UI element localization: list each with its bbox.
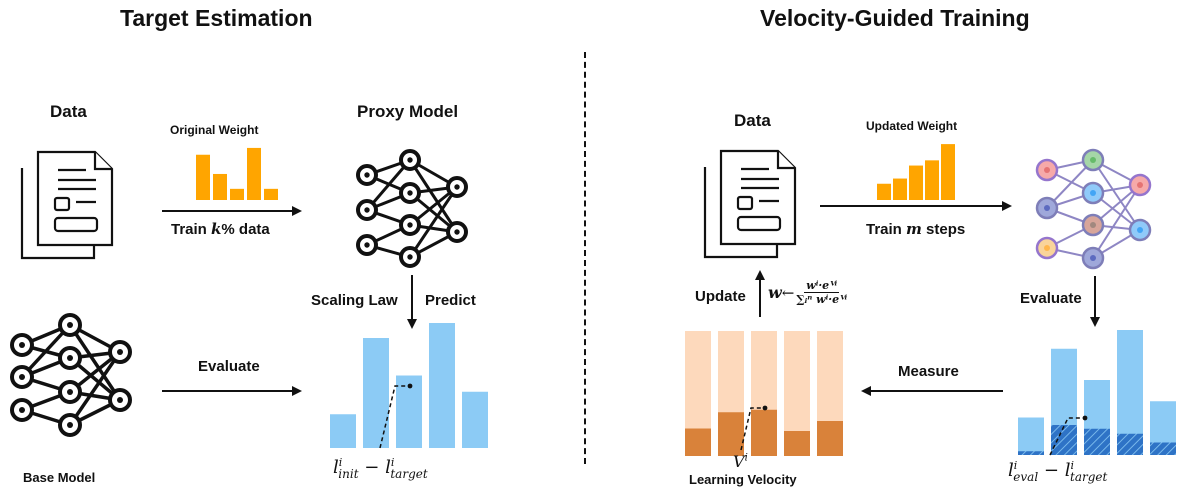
right-weight-bar-3 xyxy=(909,165,923,200)
net-node-center xyxy=(1090,222,1096,228)
base-model-label: Base Model xyxy=(23,470,96,485)
right-panel-title: Velocity-Guided Training xyxy=(760,5,1030,31)
net-node-center xyxy=(454,184,460,190)
left-loss-bar-2 xyxy=(363,338,389,448)
left-weight-bar-5 xyxy=(264,188,278,200)
right-eval-hatch-5 xyxy=(1150,442,1176,455)
train-m-label: Train m steps xyxy=(866,220,966,238)
left-loss-formula: liinit − litarget xyxy=(333,456,428,481)
net-edge xyxy=(68,351,122,426)
update-label: Update xyxy=(695,288,746,305)
net-node-center xyxy=(407,222,413,228)
scaling-law-label: Scaling Law xyxy=(311,292,398,309)
original-weight-label: Original Weight xyxy=(170,123,259,137)
right-weight-chart xyxy=(877,144,955,200)
left-evaluate-label: Evaluate xyxy=(198,358,260,375)
net-node-center xyxy=(1044,167,1050,173)
left-data-label: Data xyxy=(50,102,87,121)
right-weight-bar-4 xyxy=(925,160,939,200)
net-node-center xyxy=(364,172,370,178)
net-node-center xyxy=(117,397,123,403)
left-weight-bar-1 xyxy=(196,154,210,200)
velocity-fill-bar-2 xyxy=(718,412,744,456)
right-eval-chart xyxy=(1018,330,1176,455)
right-document-icon xyxy=(703,149,797,259)
left-loss-bar-4 xyxy=(429,323,455,448)
net-node-center xyxy=(67,389,73,395)
updated-weight-label: Updated Weight xyxy=(866,119,958,133)
measure-label: Measure xyxy=(898,363,959,380)
velocity-gap-dot xyxy=(762,405,768,411)
net-node-center xyxy=(67,422,73,428)
learning-velocity-chart xyxy=(685,331,843,456)
net-node-center xyxy=(454,229,460,235)
velocity-fill-bar-1 xyxy=(685,428,711,456)
left-panel-title: Target Estimation xyxy=(120,5,313,31)
left-loss-bar-1 xyxy=(330,414,356,448)
right-eval-gap-dot xyxy=(1082,415,1088,421)
net-node-center xyxy=(1137,227,1143,233)
net-edge xyxy=(408,159,459,233)
update-formula: w ← wⁱ·eⱽⁱ ∑ᵢⁿ wⁱ·eⱽⁱ xyxy=(768,279,848,306)
right-eval-hatch-4 xyxy=(1117,433,1143,455)
net-edge xyxy=(408,186,459,258)
net-node-center xyxy=(1137,182,1143,188)
learning-velocity-label: Learning Velocity xyxy=(689,472,797,487)
left-weight-bar-2 xyxy=(213,173,227,200)
right-weight-bar-2 xyxy=(893,178,907,200)
right-eval-gap-marker xyxy=(1049,417,1084,456)
right-weight-bar-5 xyxy=(941,144,955,200)
right-eval-formula: lieval − litarget xyxy=(1008,459,1108,484)
left-weight-chart xyxy=(196,147,278,200)
velocity-symbol: Vi xyxy=(733,452,748,471)
panel-divider xyxy=(584,52,586,464)
net-node-center xyxy=(407,190,413,196)
net-node-center xyxy=(117,349,123,355)
base-model-network-icon xyxy=(10,313,132,437)
net-node-center xyxy=(19,374,25,380)
right-eval-hatch-3 xyxy=(1084,428,1110,455)
net-edge xyxy=(68,324,122,401)
left-weight-bar-4 xyxy=(247,147,261,200)
left-document-icon xyxy=(20,150,114,260)
velocity-fill-bar-3 xyxy=(751,409,777,456)
velocity-fill-bar-5 xyxy=(817,421,843,456)
net-node-center xyxy=(407,254,413,260)
right-evaluate-label: Evaluate xyxy=(1020,290,1082,307)
net-node-center xyxy=(364,242,370,248)
left-loss-chart xyxy=(330,323,488,448)
proxy-model-network-icon xyxy=(356,149,468,268)
net-node-center xyxy=(1090,255,1096,261)
right-eval-hatch-2 xyxy=(1051,425,1077,455)
net-node-center xyxy=(1044,205,1050,211)
velocity-fill-bar-4 xyxy=(784,431,810,456)
net-node-center xyxy=(1044,245,1050,251)
velocity-gap-marker xyxy=(740,407,764,451)
trained-model-network-icon xyxy=(1035,148,1152,270)
proxy-model-label: Proxy Model xyxy=(357,102,459,121)
left-loss-gap-marker xyxy=(379,385,409,449)
net-node-center xyxy=(19,342,25,348)
right-eval-hatch-1 xyxy=(1018,451,1044,455)
net-node-center xyxy=(67,355,73,361)
net-node-center xyxy=(67,322,73,328)
left-loss-bar-5 xyxy=(462,391,488,448)
net-edge xyxy=(1092,184,1141,259)
net-node-center xyxy=(364,207,370,213)
left-loss-gap-dot xyxy=(407,383,413,389)
right-weight-bar-1 xyxy=(877,183,891,200)
net-node-center xyxy=(407,157,413,163)
net-node-center xyxy=(1090,157,1096,163)
net-node-center xyxy=(1090,190,1096,196)
predict-label: Predict xyxy=(425,292,476,309)
train-k-label: Train k% data xyxy=(171,220,270,238)
update-fraction: wⁱ·eⱽⁱ ∑ᵢⁿ wⁱ·eⱽⁱ xyxy=(796,279,848,306)
right-data-label: Data xyxy=(734,111,771,130)
net-node-center xyxy=(19,407,25,413)
left-weight-bar-3 xyxy=(230,188,244,200)
net-edge xyxy=(1092,159,1141,231)
right-eval-bar-1 xyxy=(1018,417,1044,455)
